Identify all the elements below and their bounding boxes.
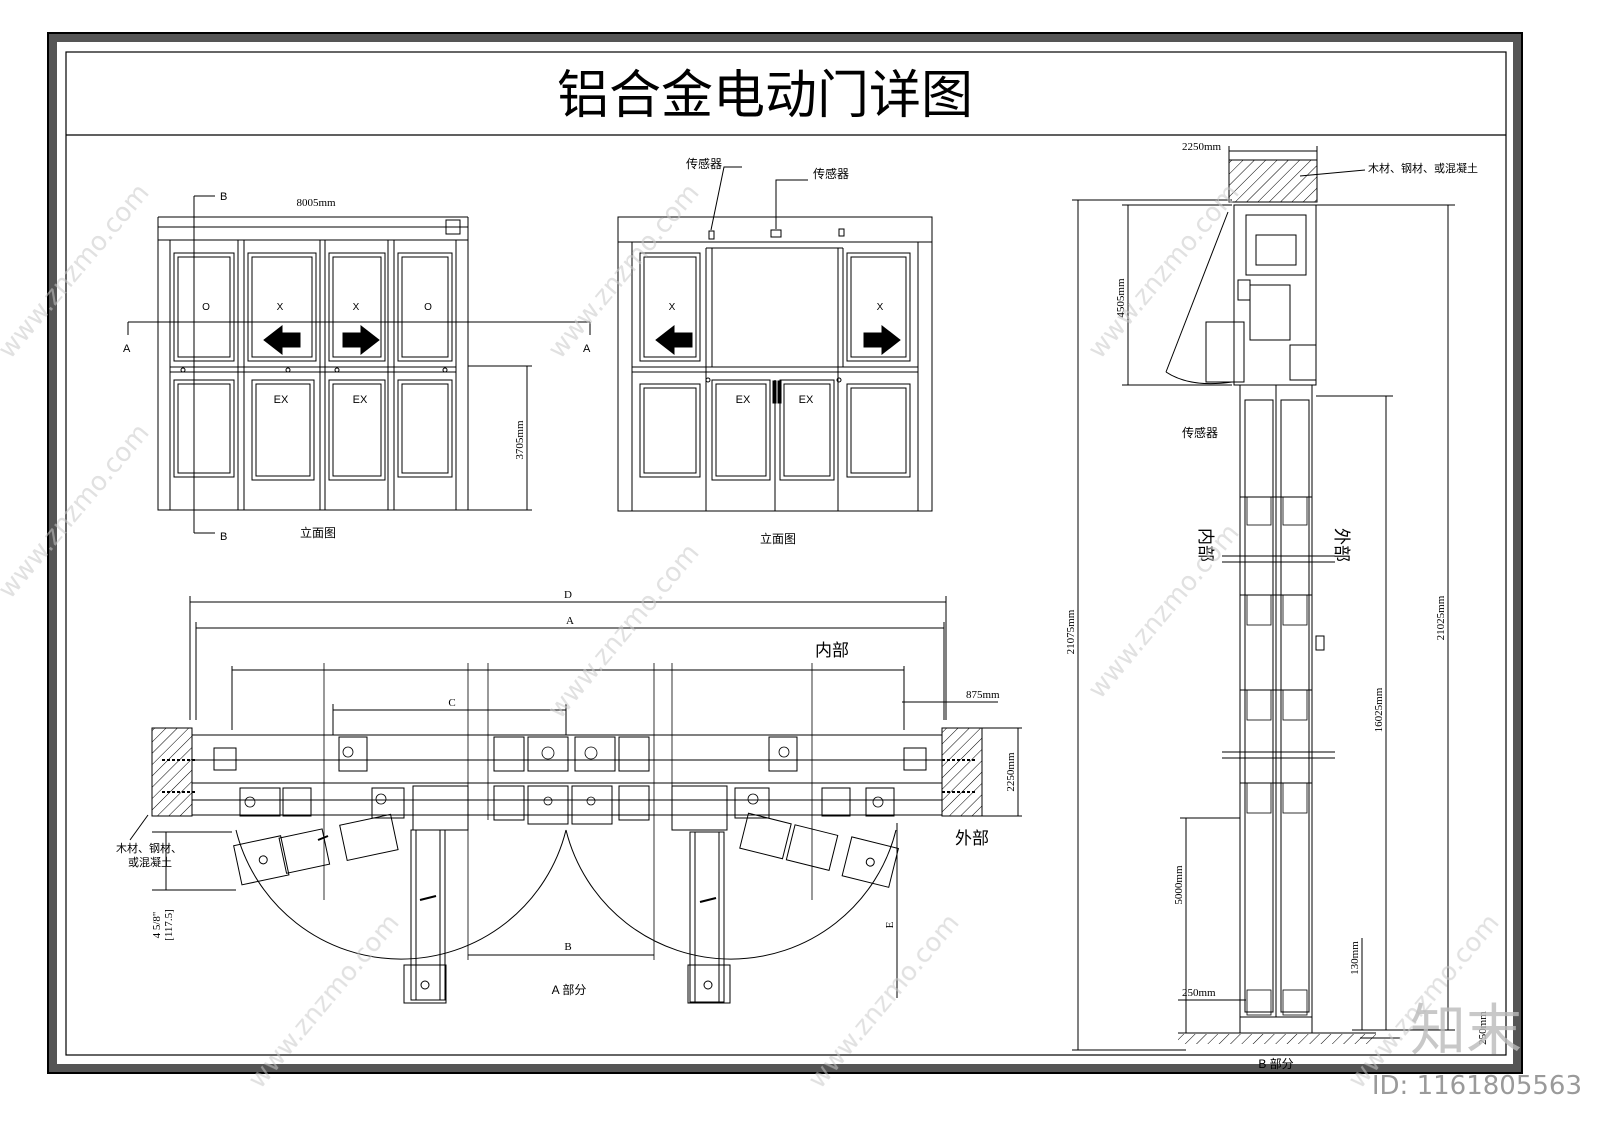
section-mark-a-right: A xyxy=(583,343,591,355)
dim-16025: 16025mm xyxy=(1373,687,1385,732)
caption-elevation-right: 立面图 xyxy=(760,531,796,546)
panel-mark-3: X xyxy=(353,302,360,313)
watermark-1: www.znzmo.com xyxy=(0,178,156,364)
plan-view xyxy=(129,596,1022,1004)
watermark-brand: 知末 xyxy=(1410,999,1522,1064)
watermark-4: www.znzmo.com xyxy=(0,418,156,604)
exit-mark-2: EX xyxy=(353,394,368,406)
dim-2250-plan: 2250mm xyxy=(1005,752,1017,792)
exit-mark-r1: EX xyxy=(736,394,751,406)
elevation-right-labels: 传感器 传感器 X X EX EX 立面图 xyxy=(669,156,884,546)
plan-material-note-2: 或混凝土 xyxy=(128,855,172,869)
panel-mark-r1: X xyxy=(669,302,676,313)
plan-interior-label: 内部 xyxy=(815,641,849,660)
dim-130: 130mm xyxy=(1349,941,1361,975)
dim-e: E xyxy=(884,921,896,928)
section-exterior-label: 外部 xyxy=(1332,528,1351,562)
panel-mark-4: O xyxy=(424,302,432,313)
dim-c: C xyxy=(448,697,455,709)
panel-mark-r2: X xyxy=(877,302,884,313)
dim-4505: 4505mm xyxy=(1115,278,1127,318)
plan-exterior-label: 外部 xyxy=(955,829,989,848)
watermark-layer: www.znzmo.com www.znzmo.com www.znzmo.co… xyxy=(0,178,1506,1094)
dim-fraction: 4 5/8" xyxy=(151,912,163,939)
section-mark-b-top: B xyxy=(220,191,227,203)
watermark-5: www.znzmo.com xyxy=(542,538,705,724)
exit-mark-r2: EX xyxy=(799,394,814,406)
section-interior-label: 内部 xyxy=(1196,528,1215,562)
plan-view-labels: D A C B E 内部 外部 875mm 2250mm 4 5/8" [117… xyxy=(116,589,1017,997)
elevation-left xyxy=(127,195,591,534)
section-view xyxy=(1072,146,1455,1051)
dim-5000: 5000mm xyxy=(1173,865,1185,905)
sensor-label-1: 传感器 xyxy=(686,156,722,171)
dim-b: B xyxy=(564,941,571,953)
caption-section: B 部分 xyxy=(1258,1056,1293,1071)
caption-plan: A 部分 xyxy=(552,982,587,997)
dim-21025: 21025mm xyxy=(1435,595,1447,640)
dim-a: A xyxy=(566,615,574,627)
exit-mark-1: EX xyxy=(274,394,289,406)
dim-d: D xyxy=(564,589,572,601)
sensor-label-2: 传感器 xyxy=(813,166,849,181)
panel-mark-2: X xyxy=(277,302,284,313)
section-sensor-label: 传感器 xyxy=(1182,425,1218,440)
panel-mark-1: O xyxy=(202,302,210,313)
section-mark-a-left: A xyxy=(123,343,131,355)
plan-material-note-1: 木材、钢材、 xyxy=(116,841,182,855)
elevation-left-labels: 8005mm 3705mm A A B B O X X O EX EX 立面图 xyxy=(123,191,591,543)
caption-elevation-left: 立面图 xyxy=(300,525,336,540)
dim-250-left: 250mm xyxy=(1182,987,1216,999)
dim-875: 875mm xyxy=(966,689,1000,701)
dim-3705: 3705mm xyxy=(514,420,526,460)
watermark-3: www.znzmo.com xyxy=(1082,178,1245,364)
sheet-frame xyxy=(47,32,1523,1074)
dim-8005: 8005mm xyxy=(296,197,336,209)
elevation-right xyxy=(617,166,933,512)
dim-21075: 21075mm xyxy=(1065,609,1077,654)
section-material-note: 木材、钢材、或混凝土 xyxy=(1368,161,1478,175)
section-view-labels: 2250mm 木材、钢材、或混凝土 传感器 内部 外部 4505mm 21075… xyxy=(1065,141,1489,1071)
dim-bracket: [117.5] xyxy=(163,909,175,941)
section-top-dim: 2250mm xyxy=(1182,141,1222,153)
watermark-6: www.znzmo.com xyxy=(1082,518,1245,704)
dim-250-right: 250mm xyxy=(1477,1011,1489,1045)
watermark-id: ID: 1161805563 xyxy=(1372,1071,1582,1101)
section-mark-b-bottom: B xyxy=(220,531,227,543)
drawing-title: 铝合金电动门详图 xyxy=(557,66,973,126)
